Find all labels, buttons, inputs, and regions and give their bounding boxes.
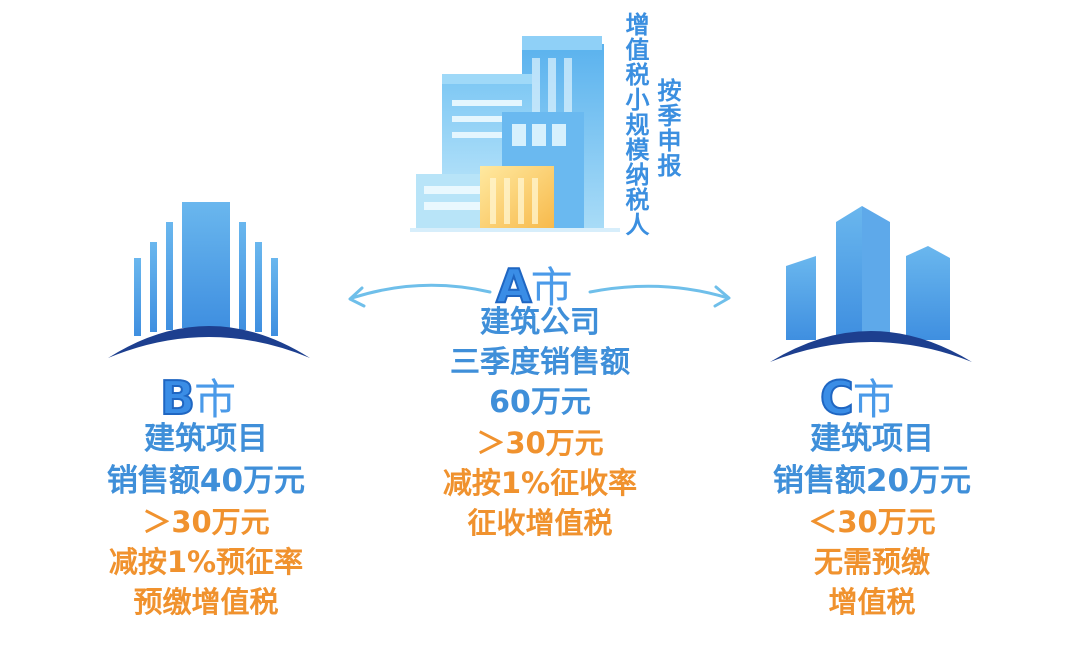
c-line-sales: 销售额20万元 <box>772 463 972 499</box>
b-line-sales: 销售额40万元 <box>106 463 306 499</box>
c-line-vat: 增值税 <box>828 585 916 619</box>
a-city-description: 建筑公司 三季度销售额 60万元 ＞30万元 减按1%征收率 征收增值税 <box>390 303 690 543</box>
office-buildings-icon <box>410 36 620 232</box>
b-line-project: 建筑项目 <box>144 421 268 457</box>
c-city-suffix: 市 <box>852 375 895 424</box>
b-line-action: 预缴增值税 <box>133 585 279 619</box>
quarterly-filing-label: 按季申报 <box>653 78 681 178</box>
c-city-description: 建筑项目 销售额20万元 ＜30万元 无需预缴 增值税 <box>722 418 1022 622</box>
c-line-no-prepay: 无需预缴 <box>813 545 930 579</box>
c-city-letter: C <box>819 370 855 426</box>
a-city-letter: A <box>495 258 533 314</box>
a-city-title: A市 <box>495 254 573 315</box>
a-line-action: 征收增值税 <box>467 506 613 540</box>
bar-skyline-icon <box>108 202 310 358</box>
tower-skyline-icon <box>770 206 972 362</box>
a-line-threshold: ＞30万元 <box>476 426 604 460</box>
a-line-company: 建筑公司 <box>480 305 600 340</box>
b-city-group: B市 建筑项目 销售额40万元 ＞30万元 减按1%预征率 预缴增值税 <box>0 0 310 619</box>
c-city-group: C市 建筑项目 销售额20万元 ＜30万元 无需预缴 增值税 <box>0 0 972 619</box>
b-city-title: B市 <box>159 366 237 427</box>
b-line-rate: 减按1%预征率 <box>108 545 304 579</box>
c-line-threshold: ＜30万元 <box>808 505 936 539</box>
b-city-suffix: 市 <box>194 375 237 424</box>
c-city-title: C市 <box>819 366 895 427</box>
b-line-threshold: ＞30万元 <box>142 505 270 539</box>
a-line-rate: 减按1%征收率 <box>442 466 638 500</box>
right-arrow <box>588 284 731 308</box>
taxpayer-type-label: 增值税小规模纳税人 <box>621 12 649 237</box>
a-line-sales-label: 三季度销售额 <box>450 345 630 380</box>
b-city-letter: B <box>159 370 196 426</box>
c-line-project: 建筑项目 <box>810 421 934 457</box>
b-city-description: 建筑项目 销售额40万元 ＞30万元 减按1%预征率 预缴增值税 <box>56 418 356 622</box>
a-line-sales-amount: 60万元 <box>489 385 591 420</box>
a-city-suffix: 市 <box>530 263 573 312</box>
left-arrow <box>348 283 492 308</box>
